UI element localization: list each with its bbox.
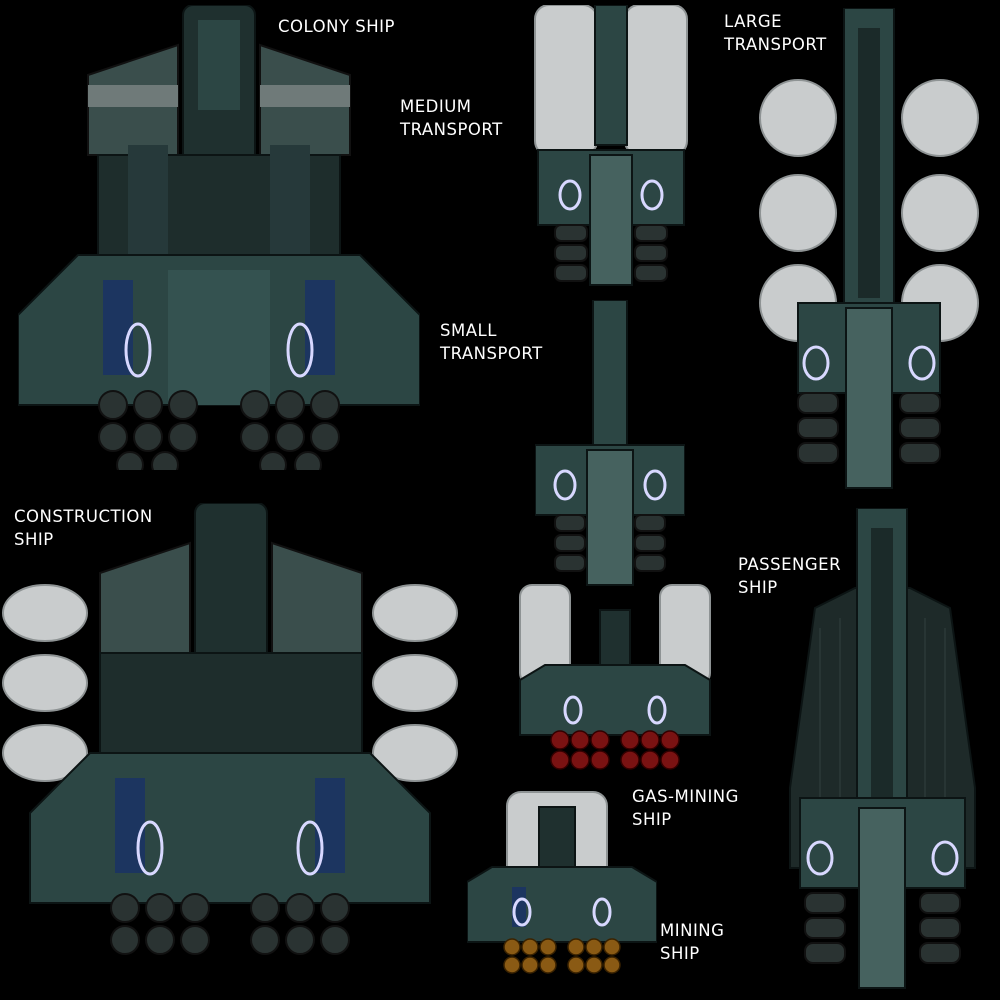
medium-transport-sprite — [510, 5, 710, 295]
small-transport-label: SMALL TRANSPORT — [440, 321, 543, 363]
gas-mining-ship-label: GAS-MINING SHIP — [632, 787, 739, 829]
gas-mining-ship-sprite — [515, 580, 715, 780]
colony-ship-label: COLONY SHIP — [278, 17, 395, 36]
construction-ship-label: CONSTRUCTION SHIP — [14, 507, 153, 549]
construction-ship-sprite — [0, 503, 460, 973]
medium-transport-label: MEDIUM TRANSPORT — [400, 97, 503, 139]
small-transport-sprite — [535, 300, 685, 600]
passenger-ship-sprite — [775, 508, 990, 993]
colony-ship-sprite — [18, 5, 420, 470]
large-transport-label: LARGE TRANSPORT — [724, 12, 827, 54]
mining-ship-sprite — [467, 787, 657, 977]
mining-ship-label: MINING SHIP — [660, 921, 725, 963]
passenger-ship-label: PASSENGER SHIP — [738, 555, 842, 597]
large-transport-sprite — [758, 8, 980, 493]
